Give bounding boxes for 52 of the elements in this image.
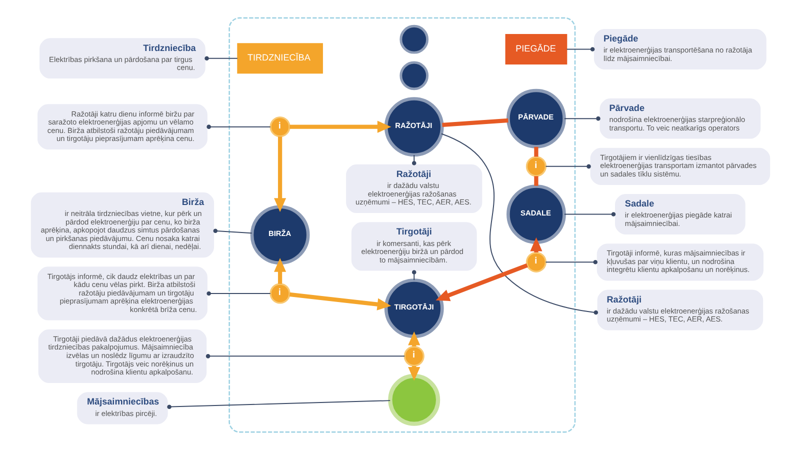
node-circle — [399, 61, 428, 90]
node-box: Tirgotāji informē, kuras mājsaimniecības ir kļuvušas par viņu klientu, un nodrošina integrētu klientu apkalpošanu un norēķinus. — [596, 244, 764, 281]
node-circle: TIRGOTĀJI — [384, 278, 444, 338]
arrow — [288, 292, 391, 310]
node-box: Birža ir neitrāla tirdzniecības vietne, kur pērk un pārdod elektroenerģiju par cenu, ko birža aprēķina, apkopojot daudzus simtus pārdošanas un pirkšanas piedāvājumu. Cenu nosaka katrai diennakts stundai, kā arī dienai, nedēļai. — [30, 192, 214, 258]
connector — [166, 400, 390, 409]
node-box: Mājsaimniecības ir elektrības pircēji. — [76, 392, 168, 424]
node-circle: i — [525, 156, 546, 177]
connector — [534, 176, 538, 186]
connector — [534, 146, 538, 157]
node-circle: RAŽOTĀJI — [384, 97, 444, 157]
cluster — [228, 17, 576, 433]
connector — [544, 164, 590, 169]
node-box: TIRDZNIECĪBA — [236, 43, 322, 74]
connector — [206, 124, 270, 129]
connector — [206, 291, 270, 296]
node-box: Pārvade nodrošina elektroenerģijas starpreģionālo transportu. To veic neatkarīgs operators — [599, 98, 760, 139]
node-box: Piegāde ir elektroenerģijas transportēšana no ražotāja līdz mājsaimniecībai. — [593, 29, 766, 70]
node-box: Tirgotāji ir komersanti, kas pērk elektroenerģiju biržā un pārdod to mājsaimniecībām. — [350, 222, 476, 271]
node-circle: i — [269, 283, 290, 304]
connector — [566, 47, 594, 52]
node-circle: BIRŽA — [250, 205, 310, 265]
connector — [411, 154, 416, 166]
node-circle — [399, 24, 428, 54]
node-box: PIEGĀDE — [504, 34, 567, 65]
connector — [205, 354, 405, 358]
node-circle — [388, 374, 440, 426]
connector — [204, 56, 238, 60]
arrow — [435, 263, 528, 302]
node-box: Sadale ir elektroenerģijas piegāde katrai mājsaimniecībai. — [614, 194, 745, 234]
node-circle: i — [525, 252, 546, 272]
node-box: Ražotāji ir dažādu valstu elektroenerģijas ražošanas uzņēmumi – HES, TEC, AER, AES. — [346, 164, 482, 214]
connector — [440, 133, 598, 315]
node-box: Tirdzniecība Elektrības pirkšana un pārdošana par tirgus cenu. — [39, 38, 205, 79]
arrow — [274, 136, 286, 212]
arrow — [289, 120, 391, 133]
node-box: Tirgotāji piedāvā dažādus elektroenerģijas tirdzniecības pakalpojumus. Mājsaimniecība izvēlas un noslēdz līgumu ar izraudzīto tirgotāju. Tirgotājs veic norēķinus un nodrošina klientu apkalpošanu. — [38, 329, 206, 383]
node-box: Ražotāji ir dažādu valstu elektroenerģijas ražošanas uzņēmumi – HES, TEC, AER, AES. — [596, 290, 763, 330]
node-circle: i — [403, 346, 424, 366]
arrow — [274, 258, 286, 284]
connector — [564, 212, 616, 216]
node-circle: SADALE — [506, 184, 566, 244]
connector — [564, 116, 600, 121]
node-box: Tirgotājiem ir vienlīdzīgas tiesības elektroenerģijas transportam izmantot pārvades un sadales tīklu sistēmu. — [590, 148, 770, 185]
node-circle: PĀRVADE — [506, 88, 566, 148]
connector — [411, 270, 416, 281]
node-circle: i — [269, 116, 290, 138]
connector — [212, 228, 252, 234]
node-box: Ražotāji katru dienu informē biržu par saražoto elektroenerģijas apjomu un vēlamo cenu. Birža atbilstoši ražotāju piedāvājumam un tirgotāju pieprasījumam aprēķina cenu. — [36, 104, 207, 150]
connector — [442, 118, 508, 127]
connector — [544, 260, 598, 264]
node-box: Tirgotājs informē, cik daudz elektrības un par kādu cenu vēlas pirkt. Birža atbilstoši ražotāju piedāvājumam un tirgotāju pieprasījumam aprēķina elektroenerģijas konkrētā brīža cenu. — [36, 266, 207, 320]
